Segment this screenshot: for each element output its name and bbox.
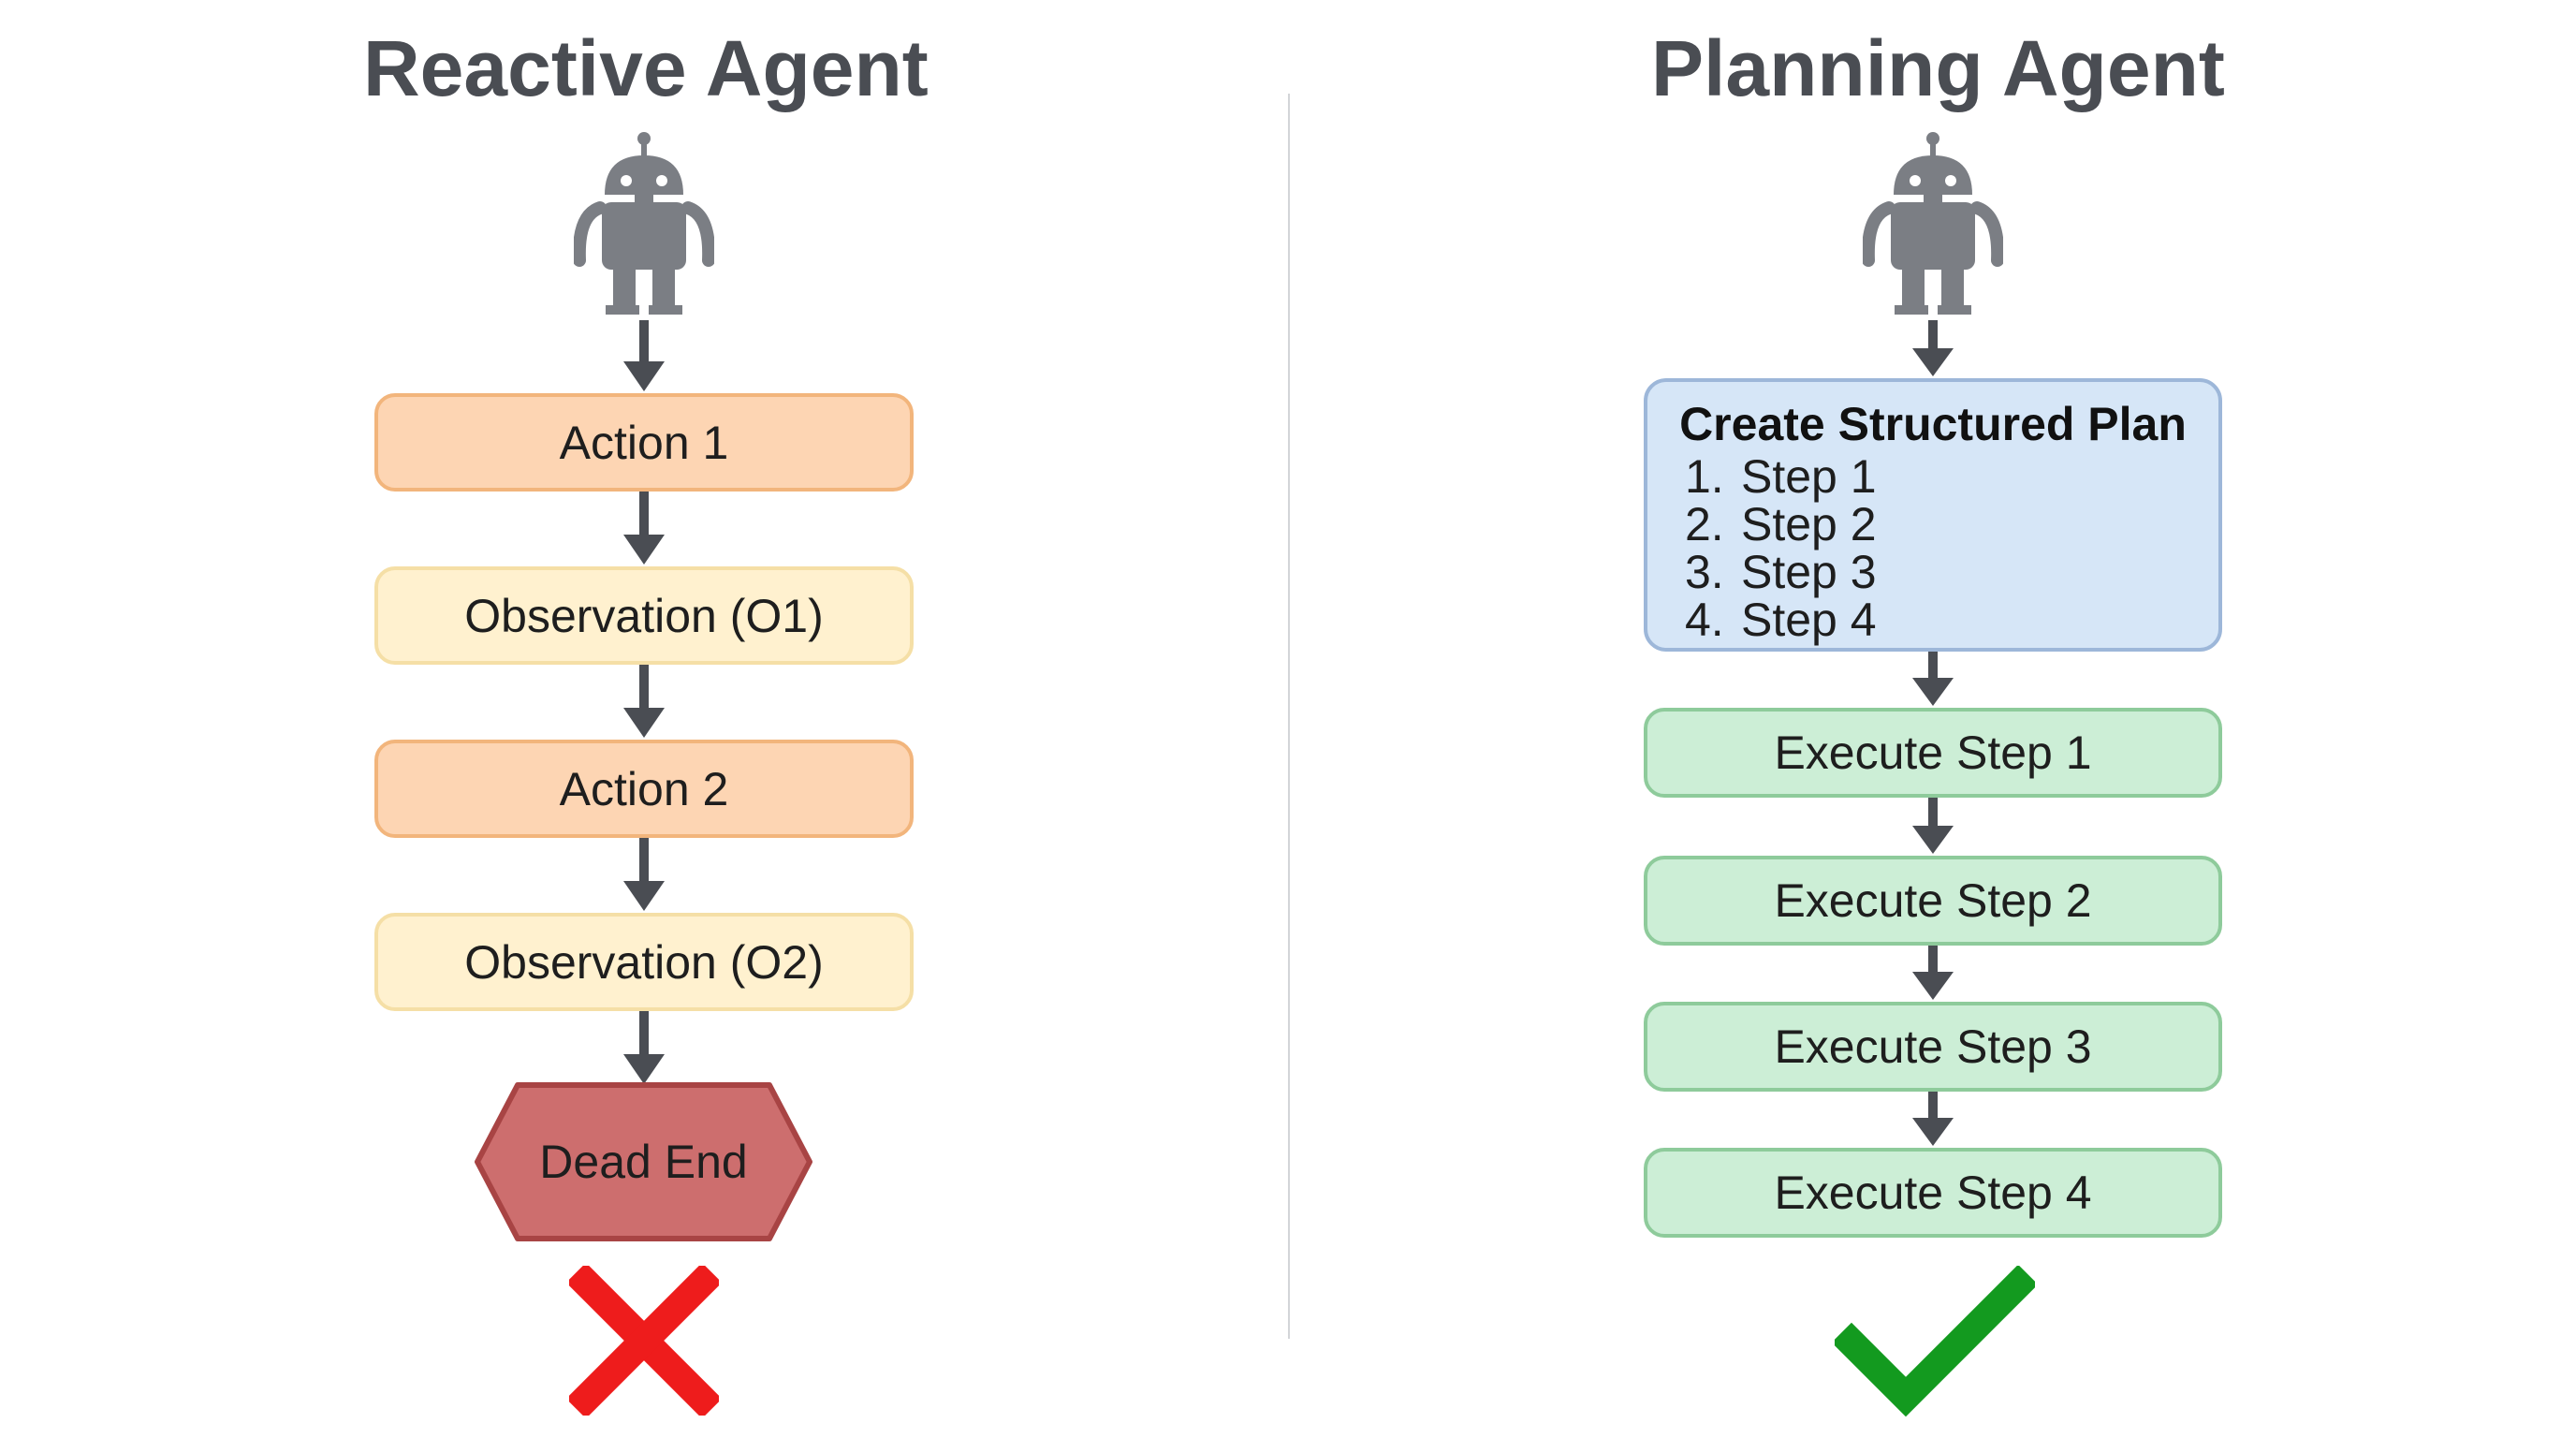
plan-step-number: 1. — [1685, 450, 1724, 503]
planning-agent-title: Planning Agent — [1651, 24, 2225, 112]
plan-step-label: Step 2 — [1741, 498, 1877, 550]
plan-step-label: Step 3 — [1741, 546, 1877, 598]
down-arrow-icon — [623, 838, 665, 911]
plan-step-number: 4. — [1685, 594, 1724, 646]
plan-step-label: Step 4 — [1741, 594, 1877, 646]
structured-plan-box: Create Structured Plan 1. Step 1 2. Step… — [1644, 378, 2222, 652]
action-1-label: Action 1 — [559, 416, 729, 469]
cross-icon — [569, 1266, 719, 1416]
column-divider — [1288, 94, 1290, 1339]
observation-o1-box: Observation (O1) — [374, 566, 914, 665]
reactive-agent-title: Reactive Agent — [363, 24, 929, 112]
down-arrow-icon — [1912, 946, 1954, 1000]
robot-icon — [574, 129, 714, 316]
plan-step: 1. Step 1 — [1647, 453, 2218, 501]
execute-step-3-box: Execute Step 3 — [1644, 1002, 2222, 1092]
execute-step-3-label: Execute Step 3 — [1774, 1020, 2092, 1073]
down-arrow-icon — [623, 320, 665, 391]
execute-step-2-box: Execute Step 2 — [1644, 856, 2222, 946]
down-arrow-icon — [623, 665, 665, 738]
execute-step-4-box: Execute Step 4 — [1644, 1148, 2222, 1238]
down-arrow-icon — [623, 1011, 665, 1084]
down-arrow-icon — [1912, 798, 1954, 854]
plan-step: 2. Step 2 — [1647, 501, 2218, 549]
checkmark-icon — [1835, 1266, 2035, 1417]
execute-step-1-label: Execute Step 1 — [1774, 726, 2092, 779]
action-1-box: Action 1 — [374, 393, 914, 492]
down-arrow-icon — [1912, 1092, 1954, 1146]
execute-step-2-label: Execute Step 2 — [1774, 874, 2092, 927]
plan-title: Create Structured Plan — [1679, 398, 2187, 450]
execute-step-1-box: Execute Step 1 — [1644, 708, 2222, 798]
down-arrow-icon — [623, 492, 665, 565]
execute-step-4-label: Execute Step 4 — [1774, 1167, 2092, 1219]
plan-step-number: 3. — [1685, 546, 1724, 598]
down-arrow-icon — [1912, 652, 1954, 706]
observation-o1-label: Observation (O1) — [464, 589, 824, 642]
plan-step: 4. Step 4 — [1647, 596, 2218, 644]
observation-o2-box: Observation (O2) — [374, 913, 914, 1011]
dead-end-hexagon — [475, 1082, 812, 1241]
plan-step-number: 2. — [1685, 498, 1724, 550]
plan-step: 3. Step 3 — [1647, 549, 2218, 596]
observation-o2-label: Observation (O2) — [464, 935, 824, 989]
robot-icon — [1863, 129, 2003, 316]
action-2-box: Action 2 — [374, 740, 914, 838]
plan-step-label: Step 1 — [1741, 450, 1877, 503]
dead-end-label: Dead End — [539, 1136, 748, 1188]
down-arrow-icon — [1912, 320, 1954, 376]
action-2-label: Action 2 — [559, 762, 729, 815]
